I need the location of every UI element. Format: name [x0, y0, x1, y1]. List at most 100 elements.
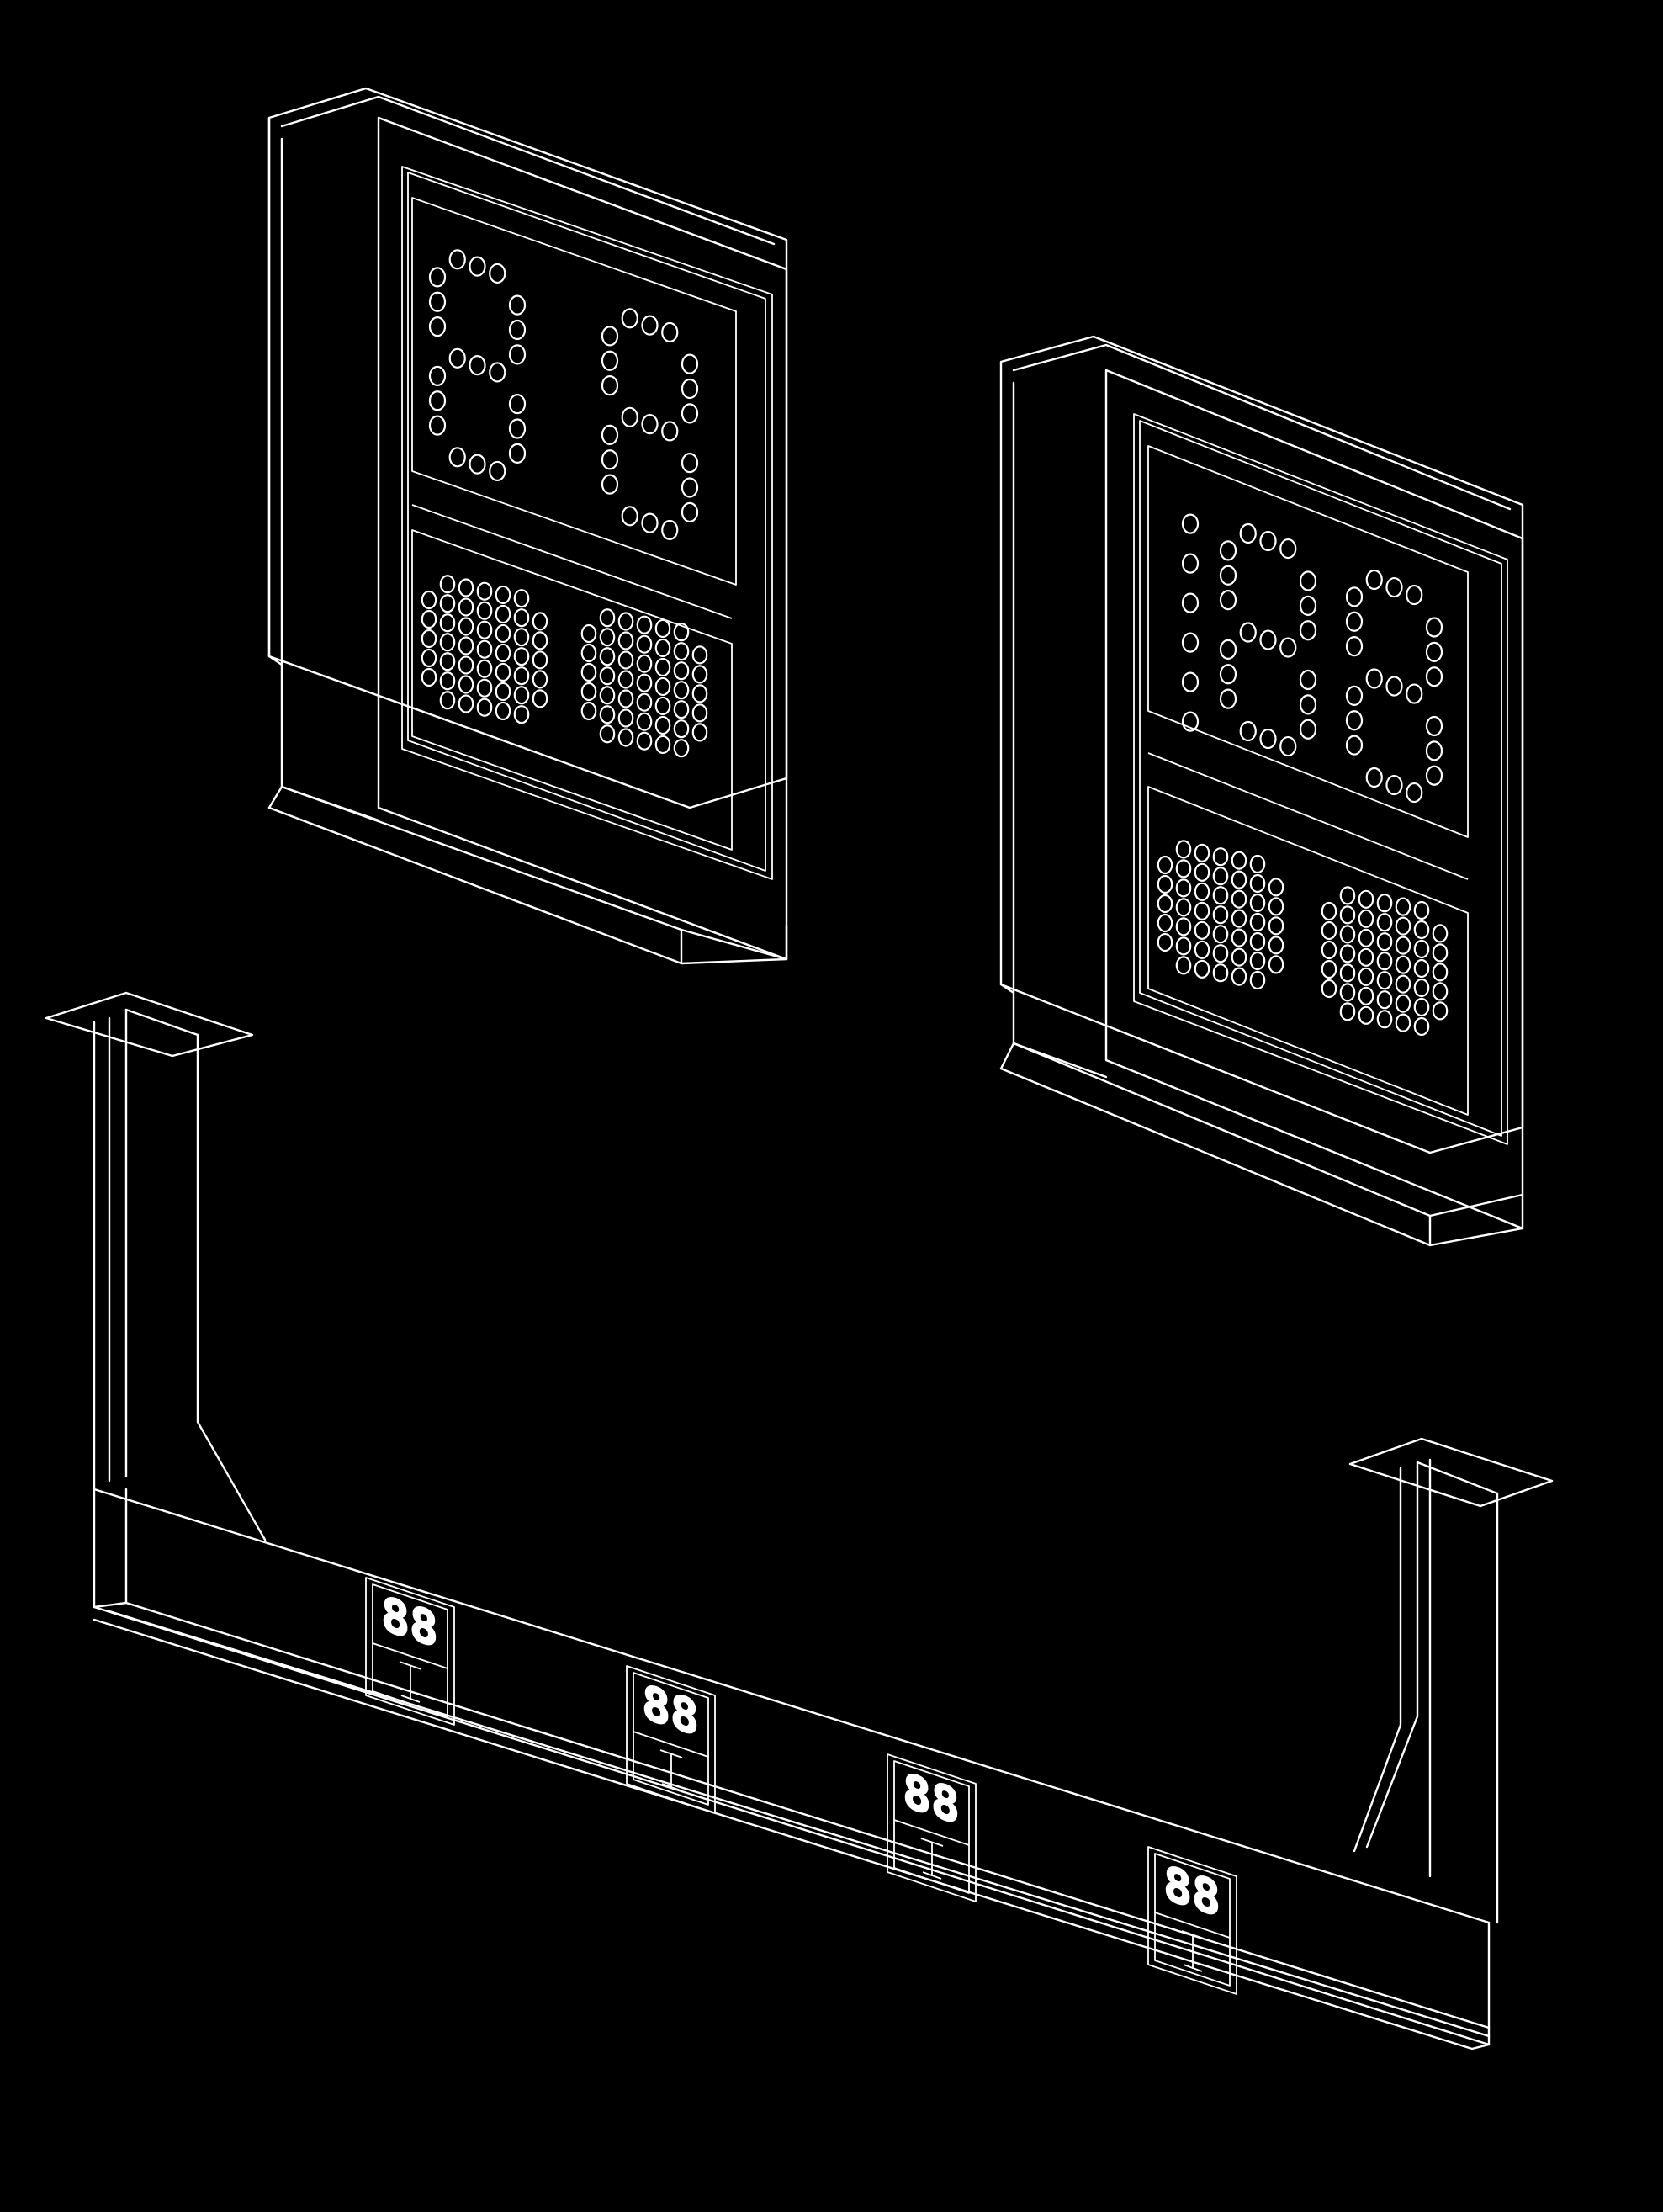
digit-8 [428, 249, 527, 482]
led-dot [601, 449, 619, 470]
led-dot [691, 723, 708, 742]
led-dot [508, 294, 527, 316]
led-dot [1345, 735, 1364, 756]
led-dot [673, 661, 690, 681]
led-dot [661, 421, 679, 442]
led-dot [636, 615, 653, 634]
led-dot [1157, 932, 1173, 952]
led-dot [1249, 912, 1266, 932]
led-dot [1194, 920, 1210, 940]
led-dot [1376, 990, 1393, 1010]
led-dot [1395, 897, 1411, 916]
led-dot [1175, 898, 1192, 917]
led-dot [1181, 711, 1200, 732]
led-dot [513, 647, 530, 666]
led-dot [469, 355, 486, 376]
led-dot [1425, 765, 1443, 786]
led-dot [1395, 994, 1411, 1013]
led-dot [421, 667, 437, 687]
led-dot [1376, 1010, 1393, 1029]
led-dot [1299, 669, 1317, 691]
dot-matrix [421, 575, 548, 724]
left-display-matrices [421, 575, 708, 758]
led-dot [1406, 782, 1423, 804]
led-dot [1339, 944, 1356, 963]
led-dot [1358, 909, 1374, 928]
led-dot [1212, 944, 1229, 963]
led-dot [1425, 617, 1443, 638]
led-dot [1432, 943, 1449, 963]
led-dot [421, 629, 437, 649]
led-dot [1249, 854, 1266, 874]
led-dot [1395, 955, 1411, 974]
suspended-beam [45, 991, 1554, 2050]
led-dot [1321, 940, 1337, 960]
led-dot [428, 365, 447, 386]
led-dot [1157, 874, 1173, 894]
led-dot [1358, 986, 1374, 1005]
led-dot [601, 326, 619, 347]
left-display-upper-panel [411, 197, 737, 586]
led-dot [1406, 683, 1423, 704]
led-dot [641, 315, 659, 336]
digit-8 [601, 308, 699, 541]
led-dot [681, 501, 699, 522]
unit-digits: 88 [1163, 1854, 1220, 1928]
led-dot [448, 249, 466, 270]
led-dot [599, 608, 616, 628]
led-dot [654, 696, 671, 716]
led-dot [1365, 569, 1383, 591]
led-dot [654, 638, 671, 658]
led-dot [1175, 936, 1192, 956]
led-dot [513, 666, 530, 686]
led-dot [428, 291, 447, 312]
led-dot [1425, 666, 1443, 687]
led-dot [636, 692, 653, 712]
led-dot [1157, 913, 1173, 933]
led-dot [1321, 959, 1337, 979]
led-dot [495, 643, 511, 663]
led-dot [1321, 979, 1337, 999]
led-dot [654, 676, 671, 697]
led-dot [621, 406, 638, 427]
led-dot [1413, 920, 1430, 940]
led-dot [1194, 862, 1210, 882]
led-dot [508, 418, 527, 439]
led-dot [532, 670, 548, 689]
digit-1 [1181, 513, 1200, 732]
led-dot [1395, 974, 1411, 994]
led-dot [428, 267, 447, 288]
led-dot [621, 506, 638, 527]
led-dot [1219, 540, 1237, 561]
led-dot [1249, 951, 1266, 971]
led-dot [1345, 586, 1364, 607]
led-dot [599, 647, 616, 666]
led-dot [691, 703, 708, 723]
led-dot [636, 673, 653, 692]
beam-display-unit: 88 [365, 1577, 455, 1726]
led-dot [476, 678, 493, 698]
led-dot [1299, 595, 1317, 616]
led-dot [469, 454, 486, 475]
led-dot [1299, 719, 1317, 740]
led-dot [1212, 925, 1229, 944]
led-dot [1358, 967, 1374, 986]
led-dot [1175, 917, 1192, 936]
led-dot [681, 353, 699, 374]
led-dot [1339, 1002, 1356, 1021]
led-dot [617, 612, 634, 631]
person-symbol-icon [1181, 1930, 1205, 1972]
led-dot [654, 657, 671, 677]
led-dot [1219, 590, 1237, 611]
led-dot [1413, 900, 1430, 920]
led-dot [1413, 997, 1430, 1017]
led-dot [448, 447, 466, 468]
led-dot [495, 701, 511, 721]
led-dot [489, 460, 506, 482]
led-dot [1194, 959, 1210, 979]
led-dot [1345, 710, 1364, 731]
led-dot [1175, 840, 1192, 859]
led-dot [1231, 889, 1247, 909]
led-dot [1299, 694, 1317, 715]
